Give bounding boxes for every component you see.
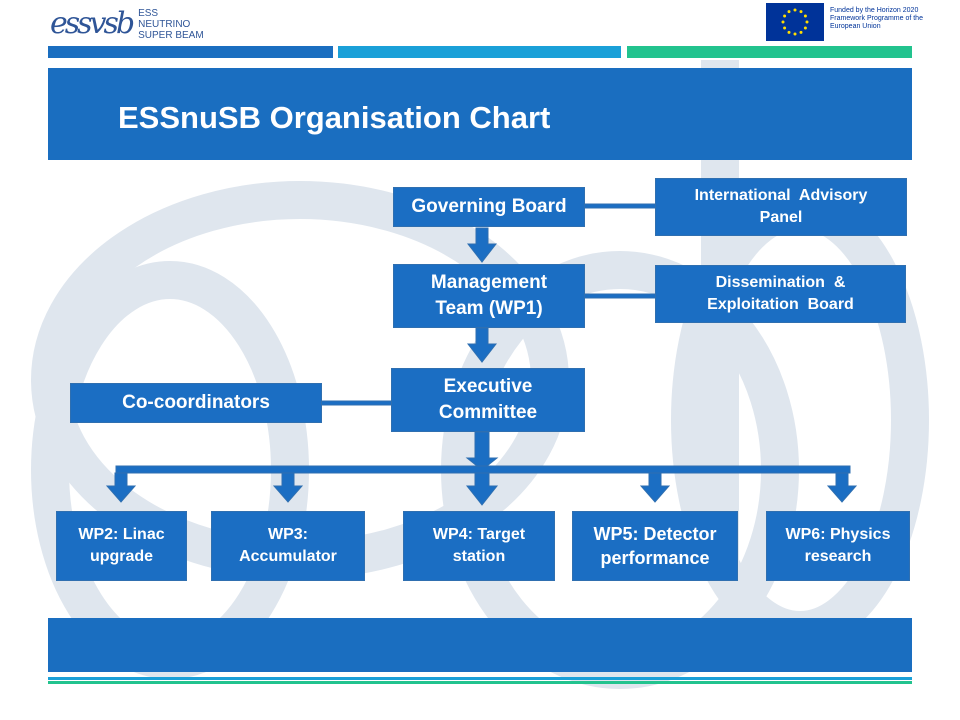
logo-mark: essvsb bbox=[50, 6, 135, 41]
wp6-box: WP6: Physics research bbox=[766, 511, 910, 581]
executive-committee-label: Executive Committee bbox=[438, 376, 538, 423]
governing-board-label: Governing Board bbox=[411, 196, 567, 218]
title-bar bbox=[48, 68, 912, 160]
arrow-down-management bbox=[466, 227, 498, 263]
wp2-label: WP2: Linac upgrade bbox=[78, 526, 165, 565]
arrow-down-wp4 bbox=[465, 472, 499, 506]
co-coordinators-box: Co-coordinators bbox=[70, 383, 322, 423]
arrow-down-executive bbox=[466, 327, 498, 363]
connector-dissemination bbox=[583, 293, 657, 299]
wp5-label: WP5: Detector performance bbox=[593, 523, 717, 568]
arrow-down-wp3 bbox=[272, 472, 304, 503]
wp3-label: WP3: Accumulator bbox=[239, 526, 337, 565]
header-bar-dark bbox=[48, 46, 333, 58]
arrow-down-wp2 bbox=[105, 472, 137, 503]
executive-committee-box: Executive Committee bbox=[391, 368, 585, 432]
governing-board-box: Governing Board bbox=[393, 187, 585, 227]
advisory-panel-label: International Advisory Panel bbox=[694, 187, 872, 226]
arrow-down-wp6 bbox=[826, 472, 858, 503]
essnusb-logo: essvsb ESS NEUTRINO SUPER BEAM bbox=[50, 4, 204, 44]
arrow-down-bus bbox=[465, 431, 499, 471]
wp3-box: WP3: Accumulator bbox=[211, 511, 365, 581]
footer-bar bbox=[48, 618, 912, 672]
distribution-bus bbox=[115, 465, 851, 474]
logo-line: ESS bbox=[138, 7, 159, 19]
wp2-box: WP2: Linac upgrade bbox=[56, 511, 187, 581]
connector-cocoordinators bbox=[319, 400, 393, 406]
eu-funding-text: Funded by the Horizon 2020 Framework Pro… bbox=[830, 7, 923, 30]
dissemination-board-label: Dissemination & Exploitation Board bbox=[707, 274, 854, 313]
logo-line: SUPER BEAM bbox=[138, 29, 204, 41]
co-coordinators-label: Co-coordinators bbox=[122, 392, 270, 414]
logo-line: NEUTRINO bbox=[138, 18, 191, 30]
arrow-down-wp5 bbox=[639, 472, 671, 503]
dissemination-board-box: Dissemination & Exploitation Board bbox=[655, 265, 906, 323]
footer-line-green bbox=[48, 681, 912, 684]
advisory-panel-box: International Advisory Panel bbox=[655, 178, 907, 236]
header-bar-green bbox=[627, 46, 912, 58]
wp4-box: WP4: Target station bbox=[403, 511, 555, 581]
wp4-label: WP4: Target station bbox=[432, 526, 526, 565]
footer-line-blue bbox=[48, 677, 912, 680]
wp5-box: WP5: Detector performance bbox=[572, 511, 738, 581]
management-team-label: Management Team (WP1) bbox=[430, 272, 548, 319]
page-title: ESSnuSB Organisation Chart bbox=[118, 100, 551, 135]
eu-flag-icon bbox=[766, 3, 824, 41]
connector-advisory bbox=[583, 203, 657, 209]
management-team-box: Management Team (WP1) bbox=[393, 264, 585, 328]
wp6-label: WP6: Physics research bbox=[785, 526, 891, 565]
logo-text: ESS NEUTRINO SUPER BEAM bbox=[138, 8, 204, 41]
header-bar-light bbox=[338, 46, 621, 58]
